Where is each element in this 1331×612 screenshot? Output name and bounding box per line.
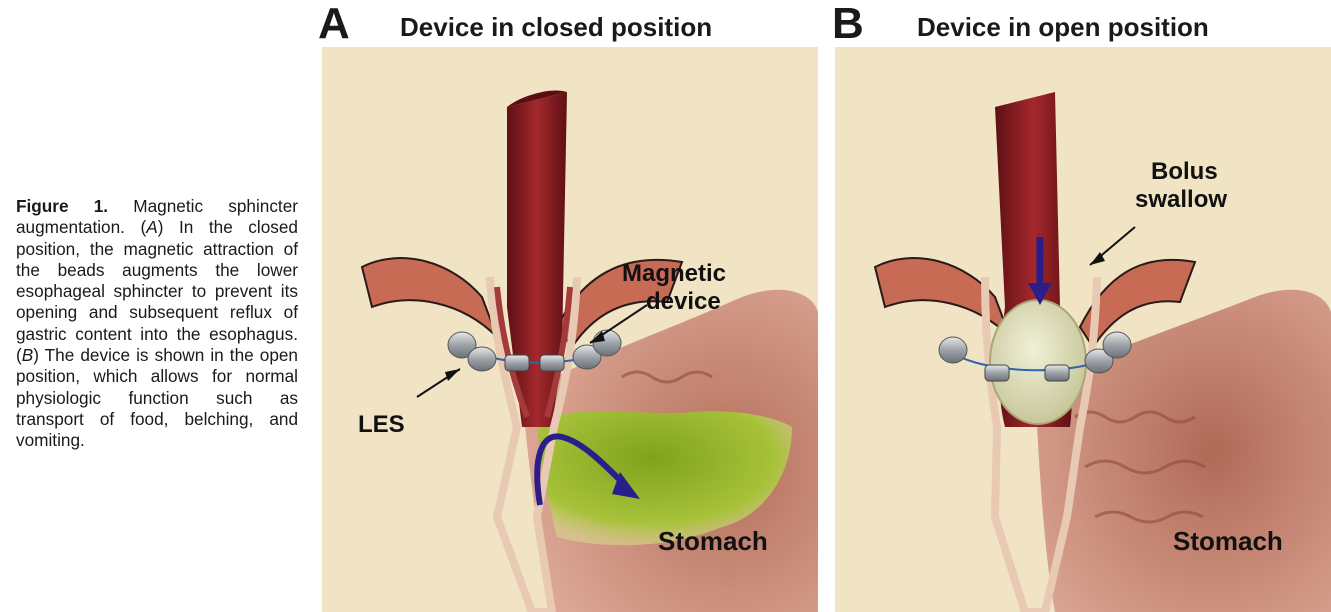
label-stomach: Stomach: [1173, 526, 1283, 556]
panel-b-title: Device in open position: [917, 12, 1209, 42]
panel-b-letter: B: [832, 0, 864, 48]
label-device: device: [646, 288, 721, 315]
panel-a-title: Device in closed position: [400, 12, 712, 42]
bolus: [990, 300, 1086, 424]
label-les: LES: [358, 411, 405, 438]
panel-b-illustration: Bolus swallow Stomach: [835, 47, 1331, 612]
panel-a-letter: A: [318, 0, 350, 48]
figure-caption: Figure 1. Magnetic sphincter augmentatio…: [16, 196, 298, 452]
label-magnetic: Magnetic: [622, 260, 726, 287]
caption-label: Figure 1.: [16, 196, 108, 216]
panel-a-illustration: Magnetic device LES Stomach: [322, 47, 818, 612]
label-stomach: Stomach: [658, 526, 768, 556]
label-swallow: swallow: [1135, 186, 1227, 213]
label-bolus: Bolus: [1151, 158, 1218, 185]
